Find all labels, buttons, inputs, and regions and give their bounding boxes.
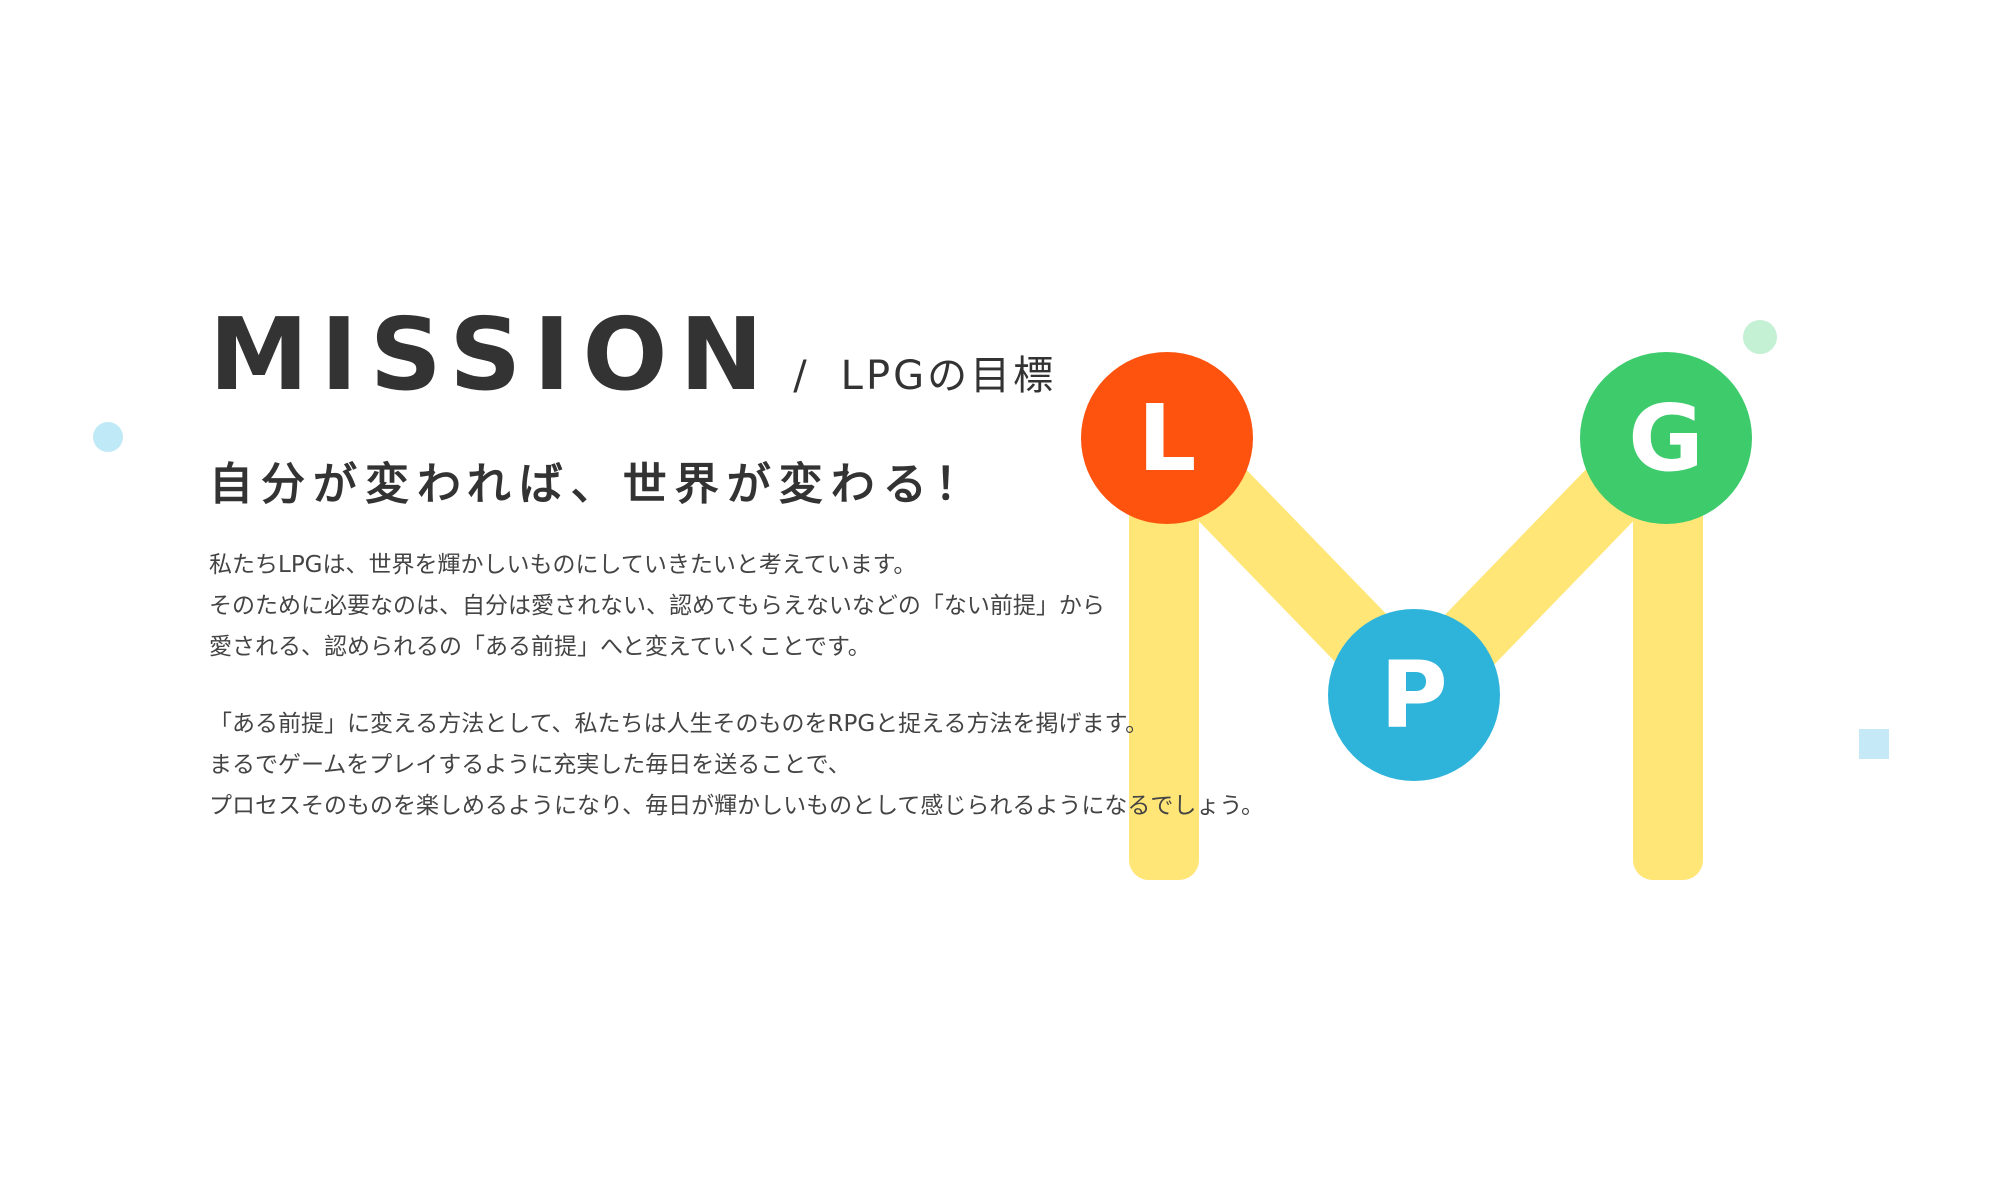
logo-letter-g: G [1628, 385, 1704, 492]
section-heading: MISSION / LPGの目標 [209, 305, 1359, 405]
logo-circle-l: L [1081, 352, 1253, 524]
logo-letter-l: L [1138, 385, 1197, 492]
paragraph-line: 愛される、認められるの「ある前提」へと変えていくことです。 [209, 634, 871, 660]
logo-circle-g: G [1580, 352, 1752, 524]
paragraph-line: 「ある前提」に変える方法として、私たちは人生そのものをRPGと捉える方法を掲げま… [209, 711, 1149, 737]
paragraph-line: プロセスそのものを楽しめるようになり、毎日が輝かしいものとして感じられるようにな… [209, 793, 1265, 819]
section-title: MISSION [209, 296, 776, 413]
decor-green-dot [1743, 320, 1777, 354]
decor-blue-dot [93, 422, 123, 452]
mission-paragraph-2: 「ある前提」に変える方法として、私たちは人生そのものをRPGと捉える方法を掲げま… [209, 704, 1359, 827]
logo-letter-p: P [1380, 642, 1447, 749]
tagline: 自分が変われば、世界が変わる！ [209, 459, 987, 510]
logo-left-leg [1129, 435, 1199, 880]
paragraph-line: まるでゲームをプレイするように充実した毎日を送ることで、 [209, 752, 851, 778]
mission-paragraph-1: 私たちLPGは、世界を輝かしいものにしていきたいと考えています。 そのために必要… [209, 545, 1359, 668]
logo-circle-p: P [1328, 609, 1500, 781]
section-subtitle: LPGの目標 [840, 353, 1057, 399]
lpg-logo: L P G [1081, 352, 1752, 880]
mission-section: MISSION / LPGの目標 自分が変われば、世界が変わる！ 私たちLPGは… [209, 305, 1359, 827]
decor-blue-square [1859, 729, 1889, 759]
paragraph-line: そのために必要なのは、自分は愛されない、認めてもらえないなどの「ない前提」から [209, 593, 1105, 619]
paragraph-line: 私たちLPGは、世界を輝かしいものにしていきたいと考えています。 [209, 552, 917, 578]
logo-right-leg [1633, 435, 1703, 880]
title-separator: / [793, 353, 807, 399]
